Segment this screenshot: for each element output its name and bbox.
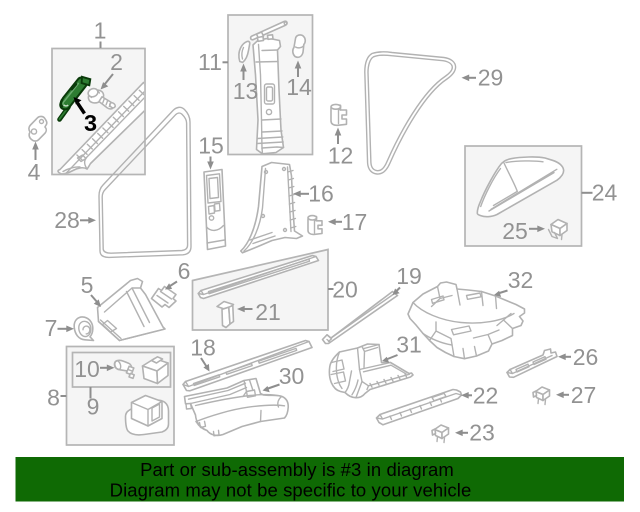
svg-text:8: 8: [47, 385, 60, 411]
svg-text:Part or sub-assembly is #3 in: Part or sub-assembly is #3 in diagram: [140, 459, 454, 480]
svg-text:11: 11: [198, 49, 222, 75]
svg-text:5: 5: [81, 272, 94, 298]
svg-text:19: 19: [396, 263, 422, 289]
svg-text:24: 24: [592, 180, 618, 206]
svg-text:26: 26: [573, 344, 599, 370]
svg-text:2: 2: [110, 49, 123, 75]
svg-text:7: 7: [45, 315, 58, 341]
svg-text:25: 25: [502, 218, 528, 244]
svg-text:18: 18: [190, 335, 216, 361]
svg-text:6: 6: [178, 258, 191, 284]
svg-text:16: 16: [308, 181, 334, 207]
svg-text:15: 15: [198, 133, 224, 159]
svg-text:20: 20: [332, 277, 358, 303]
svg-text:13: 13: [233, 78, 259, 104]
svg-text:30: 30: [279, 363, 305, 389]
svg-text:21: 21: [255, 299, 281, 325]
svg-text:3: 3: [84, 110, 97, 136]
svg-text:12: 12: [328, 143, 354, 169]
svg-text:29: 29: [478, 65, 504, 91]
svg-text:31: 31: [396, 332, 422, 358]
svg-text:Diagram may not be specific to: Diagram may not be specific to your vehi…: [110, 480, 472, 501]
svg-text:23: 23: [469, 420, 495, 446]
svg-text:17: 17: [342, 209, 368, 235]
svg-text:9: 9: [87, 394, 100, 420]
svg-text:27: 27: [571, 382, 597, 408]
svg-text:4: 4: [28, 159, 41, 185]
svg-text:22: 22: [473, 383, 499, 409]
svg-text:28: 28: [54, 207, 80, 233]
svg-text:32: 32: [508, 267, 534, 293]
svg-text:1: 1: [94, 18, 107, 44]
svg-text:10: 10: [74, 356, 100, 382]
svg-text:14: 14: [286, 74, 312, 100]
